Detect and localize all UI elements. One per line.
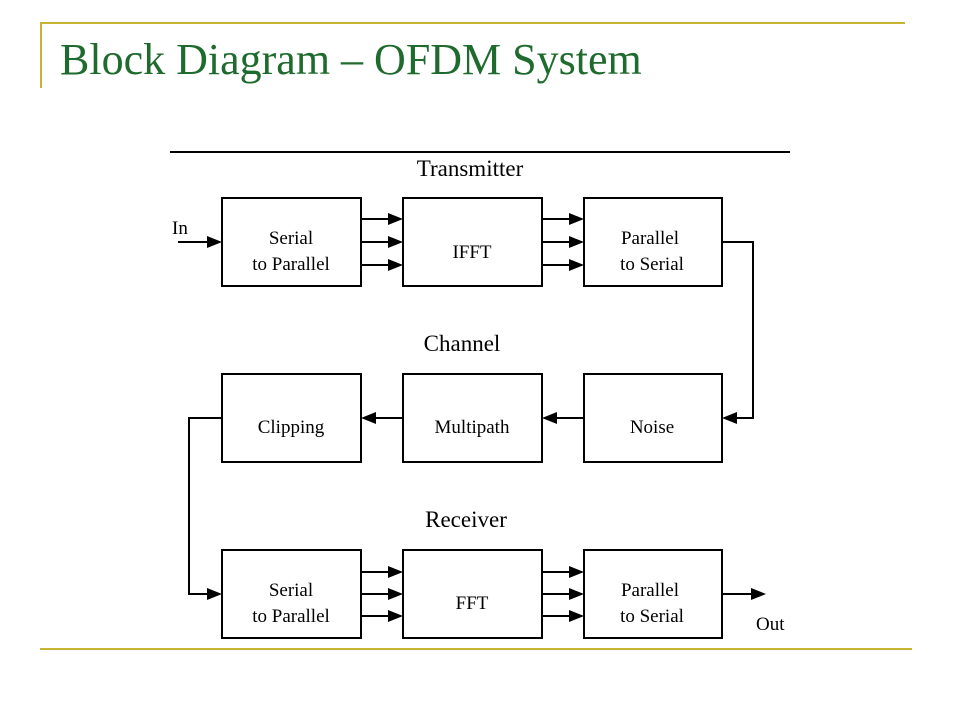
- block-multipath-label: Multipath: [435, 417, 510, 438]
- section-transmitter: Transmitter: [417, 156, 524, 181]
- block-rx-serial-to-parallel-line1: Serial: [269, 580, 313, 601]
- block-multipath: Multipath: [402, 373, 543, 463]
- block-noise: Noise: [583, 373, 723, 463]
- block-rx-serial-to-parallel-line2: to Parallel: [252, 606, 330, 627]
- arrow-clipping-to-rx-s2p: [188, 417, 222, 600]
- section-receiver: Receiver: [425, 507, 507, 532]
- block-ifft: IFFT: [402, 197, 543, 287]
- arrow-rx-p2s-to-output: [722, 588, 766, 600]
- block-rx-parallel-to-serial-line2: to Serial: [620, 606, 684, 627]
- arrows-fft-to-rx-p2s: [542, 566, 584, 622]
- section-channel: Channel: [424, 331, 501, 356]
- block-rx-parallel-to-serial-line1: Parallel: [621, 580, 679, 601]
- block-fft: FFT: [402, 549, 543, 639]
- arrows-rx-s2p-to-fft: [361, 566, 403, 622]
- output-label: Out: [756, 614, 785, 635]
- slide-bottom-rule: [40, 648, 912, 650]
- block-tx-parallel-to-serial-line1: Parallel: [621, 228, 679, 249]
- slide-left-rule: [40, 22, 42, 88]
- block-tx-parallel-to-serial: Parallel to Serial: [583, 197, 723, 287]
- block-tx-serial-to-parallel: Serial to Parallel: [221, 197, 362, 287]
- block-rx-serial-to-parallel: Serial to Parallel: [221, 549, 362, 639]
- block-ifft-label: IFFT: [452, 242, 491, 263]
- block-tx-serial-to-parallel-line2: to Parallel: [252, 254, 330, 275]
- arrows-tx-s2p-to-ifft: [361, 213, 403, 271]
- block-clipping-label: Clipping: [258, 417, 325, 438]
- arrow-noise-to-multipath: [542, 412, 584, 424]
- input-label: In: [172, 218, 188, 239]
- arrows-ifft-to-tx-p2s: [542, 213, 584, 271]
- slide-top-rule: [40, 22, 905, 24]
- arrow-multipath-to-clipping: [361, 412, 403, 424]
- block-tx-serial-to-parallel-line1: Serial: [269, 228, 313, 249]
- arrow-tx-p2s-to-noise: [722, 241, 754, 424]
- block-tx-parallel-to-serial-line2: to Serial: [620, 254, 684, 275]
- arrow-input-to-tx-s2p: [178, 236, 222, 248]
- block-noise-label: Noise: [630, 417, 674, 438]
- block-fft-label: FFT: [456, 593, 489, 614]
- block-clipping: Clipping: [221, 373, 362, 463]
- slide-title: Block Diagram – OFDM System: [60, 35, 642, 84]
- block-rx-parallel-to-serial: Parallel to Serial: [583, 549, 723, 639]
